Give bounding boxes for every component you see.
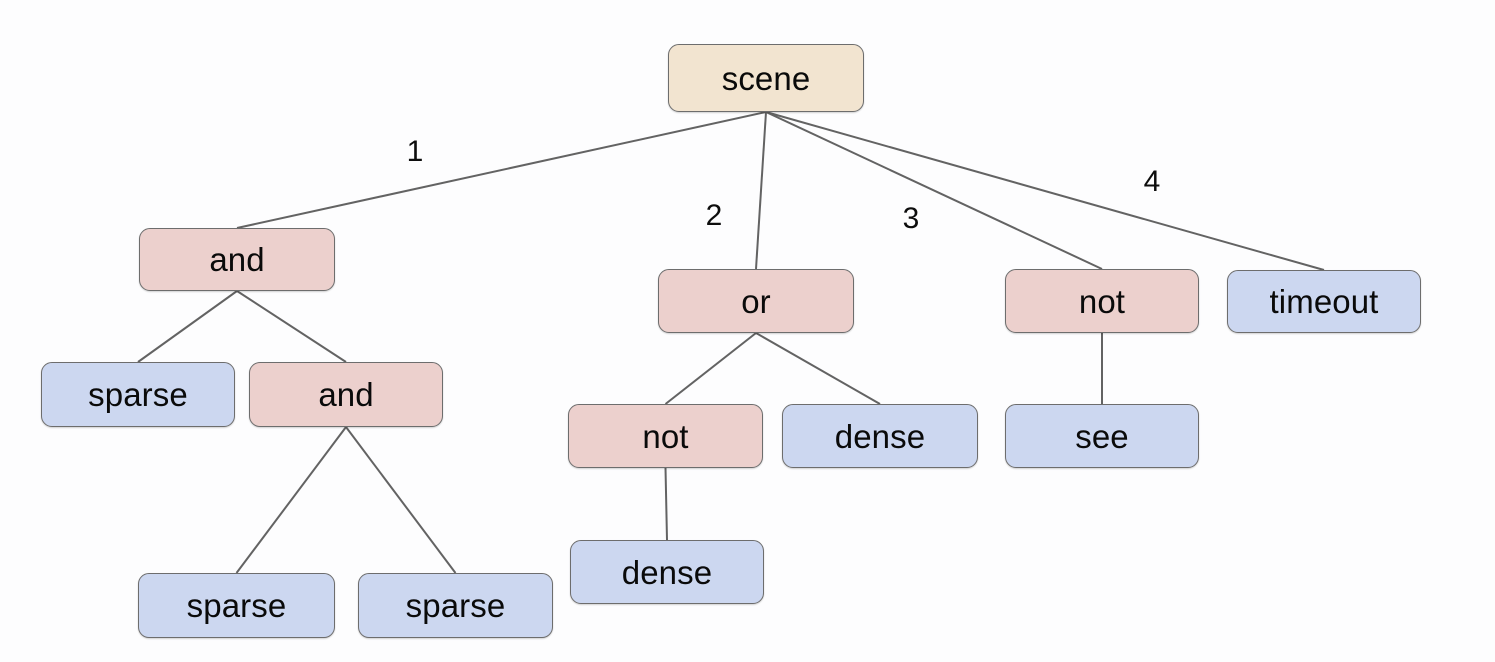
tree-node-scene[interactable]: scene xyxy=(668,44,864,112)
tree-edge xyxy=(236,290,347,363)
tree-edge xyxy=(345,426,457,574)
tree-edge xyxy=(664,467,668,541)
tree-node-dense1[interactable]: dense xyxy=(782,404,978,468)
tree-edge xyxy=(236,111,767,229)
tree-edge xyxy=(137,290,238,363)
tree-node-or1[interactable]: or xyxy=(658,269,854,333)
tree-edge xyxy=(765,111,1103,270)
tree-node-not2[interactable]: not xyxy=(568,404,763,468)
edge-label-e2: 2 xyxy=(705,199,723,232)
tree-edge xyxy=(664,332,757,405)
tree-node-sparse2[interactable]: sparse xyxy=(138,573,335,638)
tree-node-dense2[interactable]: dense xyxy=(570,540,764,604)
edge-label-e4: 4 xyxy=(1143,165,1161,198)
tree-node-not1[interactable]: not xyxy=(1005,269,1199,333)
tree-node-sparse1[interactable]: sparse xyxy=(41,362,235,427)
tree-node-see1[interactable]: see xyxy=(1005,404,1199,468)
edge-label-e1: 1 xyxy=(406,135,424,168)
tree-node-and1[interactable]: and xyxy=(139,228,335,291)
tree-edge xyxy=(755,111,767,270)
edge-label-e3: 3 xyxy=(902,202,920,235)
tree-node-timeout1[interactable]: timeout xyxy=(1227,270,1421,333)
tree-edge xyxy=(765,111,1325,271)
tree-edge xyxy=(755,332,881,405)
tree-node-and2[interactable]: and xyxy=(249,362,443,427)
tree-node-sparse3[interactable]: sparse xyxy=(358,573,553,638)
tree-edge xyxy=(235,426,347,574)
